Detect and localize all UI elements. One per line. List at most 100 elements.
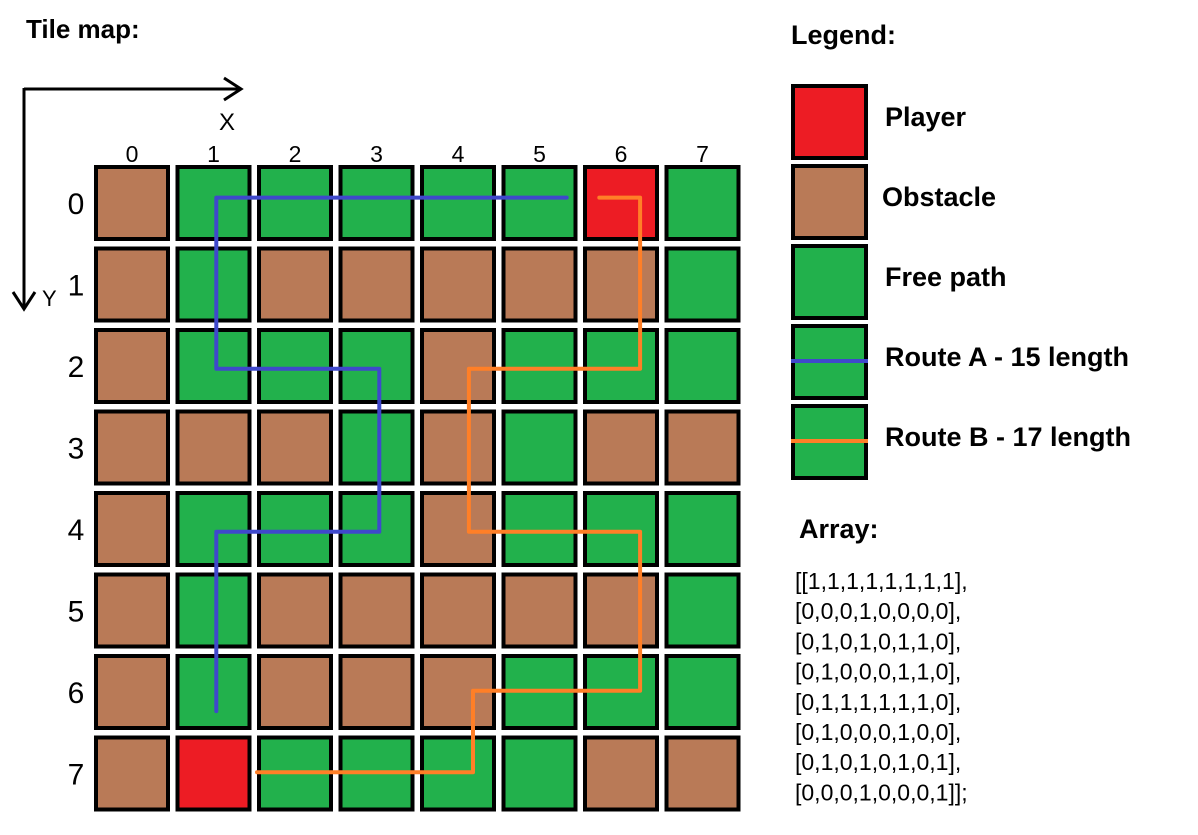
- legend-swatch-obstacle: [791, 164, 868, 240]
- tile-obstacle-r5-c6: [583, 572, 659, 649]
- tile-player-r7-c1: [175, 735, 252, 812]
- column-label-7: 7: [696, 141, 709, 167]
- tile-obstacle-r1-c3: [338, 246, 415, 323]
- legend-label-player: Player: [885, 102, 967, 132]
- tile-free-path-r4-c2: [257, 491, 333, 567]
- tile-free-path-r1-c1: [175, 246, 252, 323]
- array-line-1: [0,0,0,1,0,0,0,0],: [795, 598, 961, 624]
- tile-free-path-r0-c7: [664, 165, 741, 241]
- tile-player-r0-c6: [583, 165, 659, 241]
- tile-free-path-r2-c5: [501, 328, 578, 404]
- tile-obstacle-r4-c0: [94, 491, 170, 567]
- column-label-2: 2: [289, 141, 302, 167]
- tile-obstacle-r2-c0: [94, 328, 170, 404]
- tile-obstacle-r7-c6: [583, 735, 659, 812]
- tile-free-path-r2-c6: [583, 328, 659, 404]
- tile-free-path-r4-c6: [583, 491, 659, 567]
- legend-title: Legend:: [791, 20, 896, 50]
- legend-swatch-free: [791, 244, 868, 320]
- tile-free-path-r6-c7: [664, 654, 741, 730]
- row-label-7: 7: [68, 759, 85, 792]
- tile-obstacle-r1-c6: [583, 246, 659, 323]
- tile-obstacle-r5-c0: [94, 572, 170, 649]
- tile-obstacle-r5-c4: [420, 572, 496, 649]
- array-line-5: [0,1,0,0,0,1,0,0],: [795, 719, 961, 745]
- array-line-3: [0,1,0,0,0,1,1,0],: [795, 659, 961, 685]
- tile-free-path-r6-c1: [175, 654, 252, 730]
- y-axis-label: Y: [42, 286, 57, 311]
- tile-obstacle-r0-c0: [94, 165, 170, 241]
- tile-obstacle-r5-c5: [501, 572, 578, 649]
- legend-label-route-b: Route B - 17 length: [885, 422, 1131, 452]
- array-title: Array:: [799, 514, 879, 544]
- column-label-4: 4: [452, 141, 465, 167]
- array-line-2: [0,1,0,1,0,1,1,0],: [795, 628, 961, 654]
- tile-grid: [94, 165, 741, 812]
- legend-swatch-player: [791, 84, 868, 160]
- tile-obstacle-r3-c2: [257, 409, 333, 486]
- tile-obstacle-r5-c3: [338, 572, 415, 649]
- tile-free-path-r0-c4: [420, 165, 496, 241]
- tile-obstacle-r3-c1: [175, 409, 252, 486]
- tile-free-path-r0-c2: [257, 165, 333, 241]
- array-line-6: [0,1,0,1,0,1,0,1],: [795, 749, 961, 775]
- tile-free-path-r4-c7: [664, 491, 741, 567]
- tile-free-path-r4-c5: [501, 491, 578, 567]
- tile-free-path-r2-c7: [664, 328, 741, 404]
- tile-obstacle-r3-c0: [94, 409, 170, 486]
- legend-label-route-a: Route A - 15 length: [885, 342, 1129, 372]
- tile-obstacle-r6-c2: [257, 654, 333, 730]
- tile-obstacle-r1-c4: [420, 246, 496, 323]
- tile-obstacle-r6-c0: [94, 654, 170, 730]
- row-label-3: 3: [68, 433, 85, 466]
- array-line-4: [0,1,1,1,1,1,1,0],: [795, 689, 961, 715]
- tile-free-path-r7-c5: [501, 735, 578, 812]
- array-line-7: [0,0,0,1,0,0,0,1]];: [795, 779, 968, 805]
- row-label-6: 6: [68, 677, 85, 710]
- row-label-1: 1: [68, 270, 85, 303]
- tile-map-title: Tile map:: [26, 14, 140, 44]
- tile-free-path-r0-c1: [175, 165, 252, 241]
- x-axis-arrowhead: [223, 76, 244, 102]
- tile-obstacle-r7-c7: [664, 735, 741, 812]
- route-a-line: [214, 195, 569, 714]
- tile-free-path-r0-c3: [338, 165, 415, 241]
- column-label-0: 0: [126, 141, 139, 167]
- tile-obstacle-r1-c5: [501, 246, 578, 323]
- tile-free-path-r2-c3: [338, 328, 415, 404]
- array-line-0: [[1,1,1,1,1,1,1,1],: [795, 568, 968, 594]
- tile-obstacle-r3-c7: [664, 409, 741, 486]
- axes: X Y: [11, 76, 244, 312]
- tile-obstacle-r5-c2: [257, 572, 333, 649]
- tile-free-path-r2-c1: [175, 328, 252, 404]
- row-label-0: 0: [68, 188, 85, 221]
- tile-obstacle-r3-c6: [583, 409, 659, 486]
- tile-obstacle-r7-c0: [94, 735, 170, 812]
- tile-obstacle-r4-c4: [420, 491, 496, 567]
- tile-free-path-r5-c7: [664, 572, 741, 649]
- column-label-6: 6: [615, 141, 628, 167]
- x-axis-label: X: [219, 109, 235, 136]
- routes: [214, 195, 643, 775]
- tile-obstacle-r2-c4: [420, 328, 496, 404]
- legend-label-obstacle: Obstacle: [882, 182, 996, 212]
- tile-free-path-r3-c3: [338, 409, 415, 486]
- row-label-5: 5: [68, 596, 85, 629]
- tile-free-path-r4-c3: [338, 491, 415, 567]
- y-axis-arrowhead: [11, 291, 37, 312]
- column-label-3: 3: [370, 141, 383, 167]
- legend-label-free: Free path: [885, 262, 1007, 292]
- array-block: Array: [[1,1,1,1,1,1,1,1], [0,0,0,1,0,0,0…: [795, 514, 968, 805]
- tile-obstacle-r6-c3: [338, 654, 415, 730]
- tile-obstacle-r1-c2: [257, 246, 333, 323]
- tile-free-path-r0-c5: [501, 165, 578, 241]
- column-label-5: 5: [533, 141, 546, 167]
- tile-obstacle-r3-c4: [420, 409, 496, 486]
- tile-free-path-r1-c7: [664, 246, 741, 323]
- tile-free-path-r3-c5: [501, 409, 578, 486]
- tile-free-path-r4-c1: [175, 491, 252, 567]
- tile-free-path-r5-c1: [175, 572, 252, 649]
